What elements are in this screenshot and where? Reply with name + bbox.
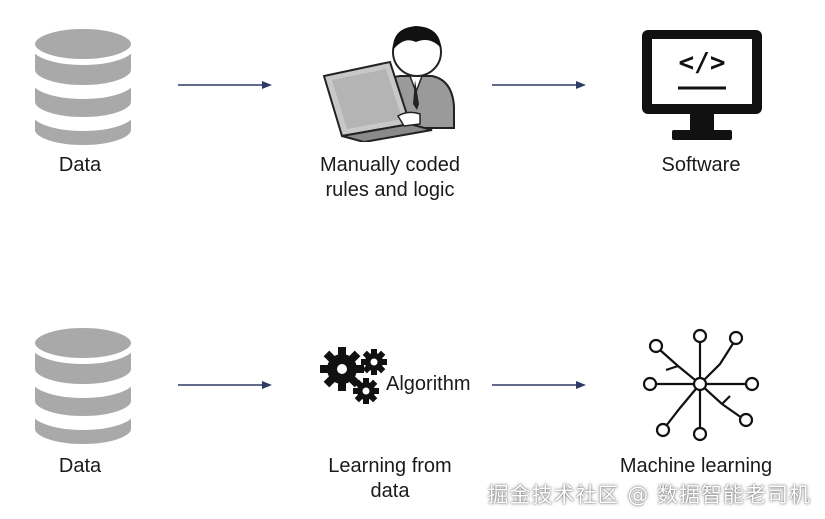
data-label-row2: Data [58,455,102,477]
arrow-algorithm-to-ml [492,381,586,389]
rules-label: Manually coded rules and logic [300,153,480,203]
database-icon [31,324,135,448]
rules-label-line2: rules and logic [325,179,455,201]
software-label: Software [661,154,741,176]
monitor-code-icon: </> [638,26,766,148]
algorithm-label: Algorithm [386,373,471,395]
code-glyph: </> [678,48,726,78]
watermark-text: 掘金技术社区 @ 数据智能老司机 [487,483,811,507]
ml-label: Machine learning [619,455,773,477]
arrow-data-to-rules [178,81,272,89]
rules-label-line1: Manually coded [319,154,461,176]
database-icon [31,25,135,149]
neural-network-icon [642,328,760,442]
data-label-row1: Data [58,154,102,176]
arrow-data-to-algorithm [178,381,272,389]
arrow-rules-to-software [492,81,586,89]
learning-label: Learning from data [300,454,480,504]
learning-label-line2: data [370,480,410,502]
learning-label-line1: Learning from [328,455,452,477]
gears-icon [320,347,387,404]
programmer-laptop-icon [322,26,455,142]
